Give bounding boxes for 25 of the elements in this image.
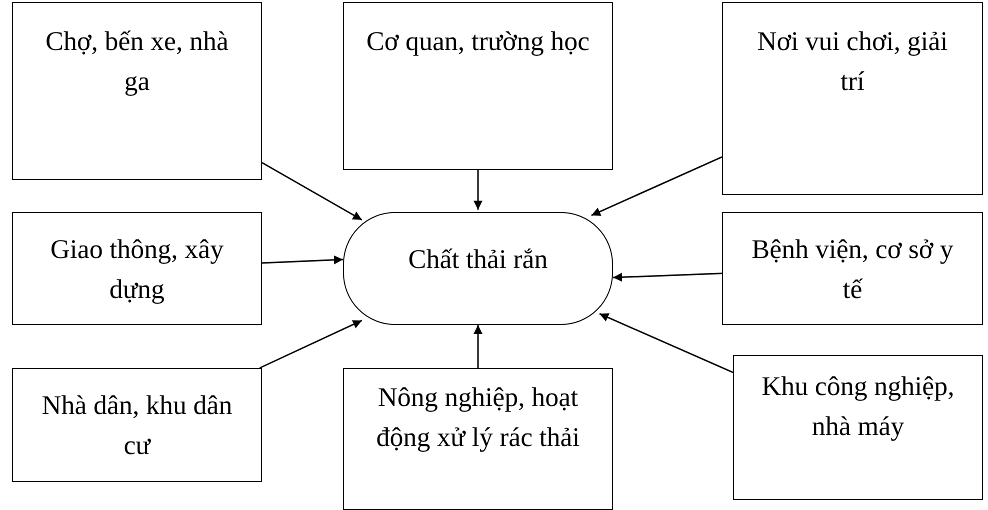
node-label: Giao thông, xây dựng — [49, 233, 225, 306]
node-label: Chợ, bến xe, nhà ga — [44, 25, 230, 98]
process-box — [722, 2, 983, 195]
arrow — [612, 272, 722, 282]
process-box — [12, 2, 262, 180]
node-label: Bệnh viện, cơ sở y tế — [750, 233, 954, 306]
process-box — [343, 2, 613, 170]
arrow — [262, 162, 362, 221]
node-label: Chất thải rắn — [408, 243, 548, 276]
arrow — [474, 170, 482, 210]
arrow — [599, 313, 734, 374]
node-label: Khu công nghiệp, nhà máy — [760, 370, 956, 443]
process-box — [722, 212, 983, 325]
process-box — [12, 212, 262, 325]
node-label: Cơ quan, trường học — [366, 25, 590, 58]
process-box — [343, 368, 613, 510]
arrow — [591, 156, 722, 216]
process-box — [733, 355, 983, 500]
arrow — [259, 320, 362, 369]
node-label: Nông nghiệp, hoạt động xử lý rác thải — [375, 381, 581, 454]
arrow — [262, 255, 344, 264]
node-label: Nhà dân, khu dân cư — [40, 389, 234, 462]
node-label: Nơi vui chơi, giải trí — [756, 25, 949, 98]
process-box — [12, 368, 262, 482]
arrow — [474, 325, 482, 368]
